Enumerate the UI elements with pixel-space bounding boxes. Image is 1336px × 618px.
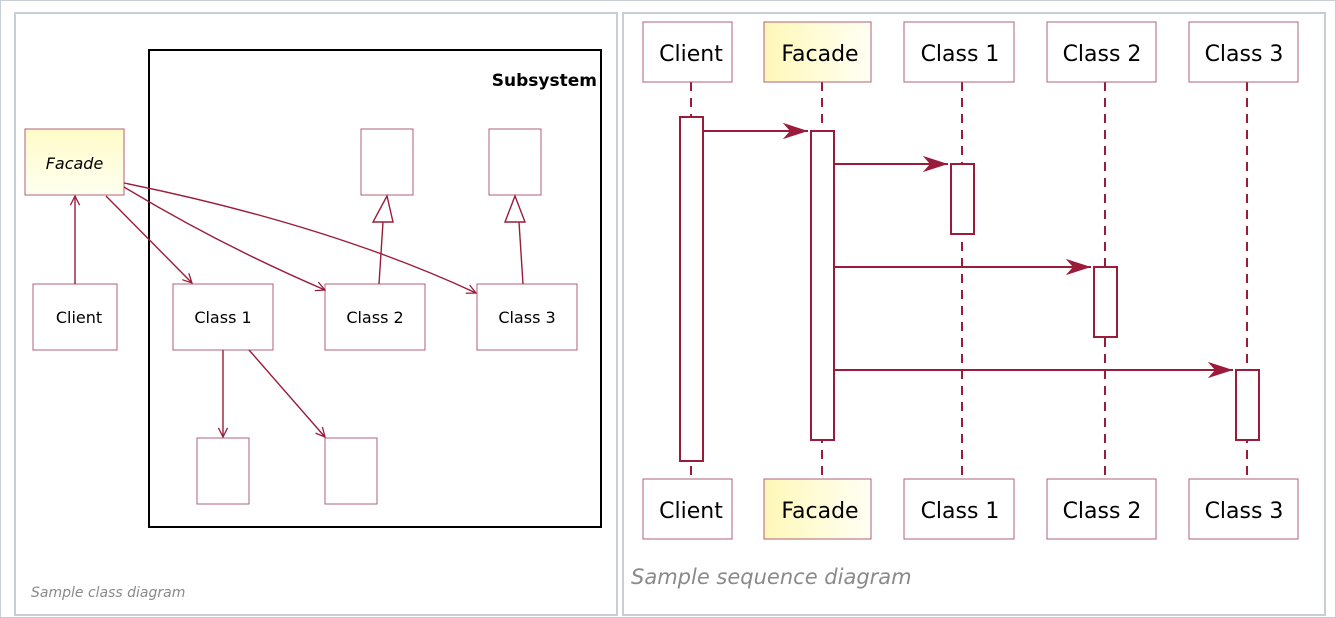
class1-dependency-box-b — [324, 437, 378, 505]
class3-head-bottom-label: Class 3 — [1205, 499, 1284, 524]
facade-label: Facade — [46, 154, 104, 173]
facade-head-bottom-label: Facade — [781, 499, 858, 524]
class2-head-bottom — [1046, 478, 1157, 540]
class3-activation — [1235, 369, 1260, 441]
facade-to-class2-arrow — [123, 186, 325, 290]
class3-head-top-label: Class 3 — [1205, 42, 1284, 67]
class1-to-box-b-arrow — [248, 349, 325, 437]
class2-head-bottom-label: Class 2 — [1063, 499, 1142, 524]
facade-to-class1-arrow — [105, 195, 192, 283]
facade-head-top — [763, 21, 872, 83]
client-activation — [679, 116, 704, 462]
class1-head-bottom — [903, 478, 1015, 540]
class1-activation — [950, 163, 975, 235]
class3-head-top — [1188, 21, 1299, 83]
class3-box — [476, 283, 578, 351]
class2-parent-box — [360, 128, 414, 196]
client-box — [32, 283, 118, 351]
facade-to-class3-arrow — [123, 182, 476, 293]
class3-inheritance-line — [518, 221, 524, 285]
class3-head-bottom — [1188, 478, 1299, 540]
sequence-diagram-caption: Sample sequence diagram — [631, 565, 912, 589]
class2-inheritance-triangle — [371, 194, 394, 223]
class-diagram-caption: Sample class diagram — [31, 585, 185, 601]
class2-label: Class 2 — [346, 308, 403, 327]
class2-head-top-label: Class 2 — [1063, 42, 1142, 67]
class1-head-top-label: Class 1 — [921, 42, 1000, 67]
client-label: Client — [56, 308, 102, 327]
client-head-top-label: Client — [659, 42, 723, 67]
subsystem-label: Subsystem — [492, 71, 597, 91]
class3-parent-box — [488, 128, 542, 196]
facade-box — [24, 128, 125, 196]
class2-head-top — [1046, 21, 1157, 83]
subsystem-frame — [148, 49, 602, 528]
class3-label: Class 3 — [498, 308, 555, 327]
client-head-top — [642, 21, 733, 83]
class1-label: Class 1 — [194, 308, 251, 327]
client-head-bottom — [642, 478, 733, 540]
facade-activation — [810, 130, 835, 441]
class2-activation — [1093, 266, 1118, 338]
class1-head-bottom-label: Class 1 — [921, 499, 1000, 524]
class3-inheritance-triangle — [503, 194, 527, 223]
class2-inheritance-line — [378, 221, 384, 285]
client-head-bottom-label: Client — [659, 499, 723, 524]
facade-head-bottom — [763, 478, 872, 540]
class1-dependency-box-a — [196, 437, 250, 505]
class1-head-top — [903, 21, 1015, 83]
class1-box — [172, 283, 274, 351]
class2-box — [324, 283, 426, 351]
facade-head-top-label: Facade — [781, 42, 858, 67]
